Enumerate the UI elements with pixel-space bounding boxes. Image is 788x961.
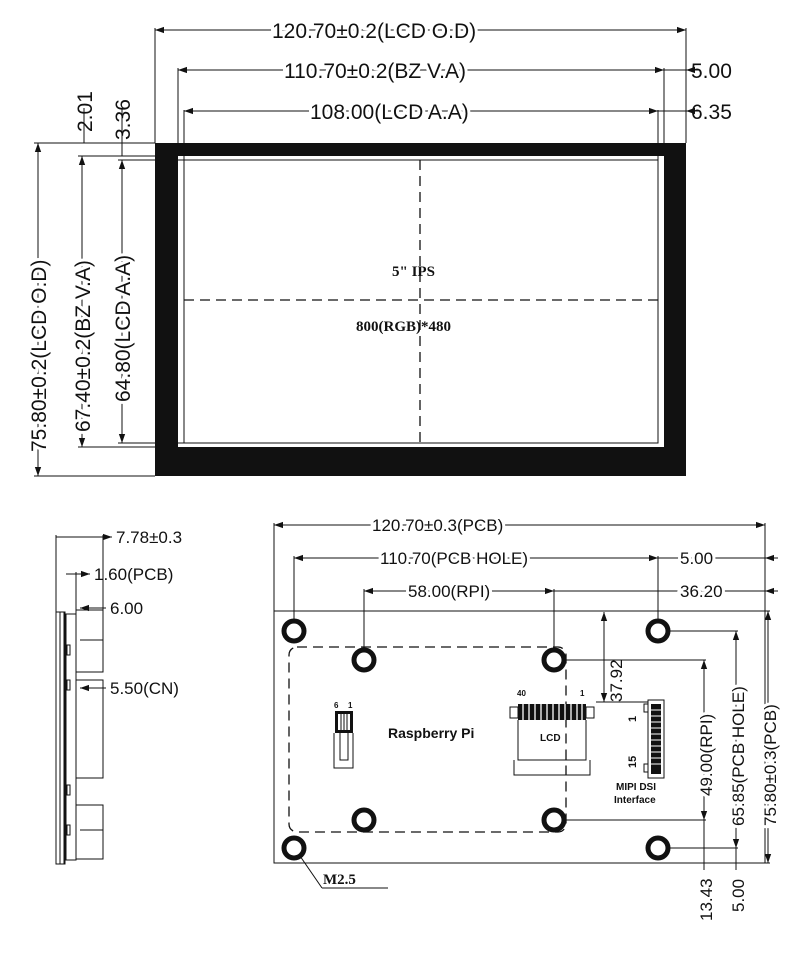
dim-back-pcb-hole-width-label: 110.70(PCB HOLE) (380, 549, 528, 568)
dim-bz-va-height-label: 67.40±0.2(BZ V.A) (72, 260, 95, 432)
resolution-label: 800(RGB)*480 (356, 319, 451, 335)
dim-back-pcb-height-label: 75.80±0.3(PCB) (761, 704, 780, 826)
dim-side-cn-height: 5.50(CN) (110, 679, 179, 698)
pin-1-small-label: 1 (348, 701, 353, 710)
side-view: 7.78±0.3 1.60(PCB) 6.00 5.50(CN) (55, 528, 182, 865)
dim-side-pcb-thickness: 1.60(PCB) (94, 565, 173, 584)
dim-side-thickness: 7.78±0.3 (116, 528, 182, 547)
pin-1-label: 1 (580, 689, 585, 698)
side-connector (75, 679, 104, 779)
dim-top-offset-1: 2.01 (74, 91, 97, 132)
dim-right-offset-1: 5.00 (691, 60, 732, 83)
dim-back-bottom-offset-1: 13.43 (697, 878, 716, 921)
dim-right-offset-2: 6.35 (691, 101, 732, 124)
dim-back-rpi-width-label: 58.00(RPI) (408, 582, 490, 601)
dim-top-offset-2: 3.36 (112, 99, 135, 140)
dim-lcd-od-height-label: 75.80±0.2(LCD O.D) (28, 260, 51, 452)
fpc-pin-1-label: 1 (627, 716, 639, 722)
pin-40-label: 40 (517, 689, 526, 698)
dim-bz-va-width-label: 110.70±0.2(BZ V.A) (284, 60, 466, 83)
mipi-label-line2: Interface (614, 795, 656, 806)
dim-back-rpi-height-label: 49.00(RPI) (697, 714, 716, 796)
screw-label: M2.5 (323, 872, 356, 888)
lcd-fpc-connector (509, 704, 595, 776)
dim-side-height-1: 6.00 (110, 599, 143, 618)
dim-lcd-aa-width-label: 108.00(LCD A.A) (310, 101, 469, 124)
rpi-label: Raspberry Pi (388, 725, 474, 741)
dim-lcd-od-width-label: 120.70±0.2(LCD O.D) (272, 20, 476, 43)
mipi-dsi-connector (643, 699, 665, 779)
mipi-label-line1: MIPI DSI (616, 782, 656, 793)
dim-back-pcb-hole-height-label: 65.85(PCB HOLE) (729, 686, 748, 826)
dim-back-bottom-offset-2: 5.00 (729, 879, 748, 912)
pcb-mounting-holes (281, 618, 671, 861)
front-view: 5" IPS 800(RGB)*480 120.70±0.2(LCD O.D) … (25, 17, 732, 477)
side-component-1 (75, 609, 104, 673)
rpi-outline (288, 646, 567, 833)
lcd-active-area (183, 159, 659, 444)
dim-back-pcb-width-label: 120.70±0.3(PCB) (372, 516, 503, 535)
dim-back-right-offset-2: 36.20 (680, 582, 723, 601)
side-component-2 (75, 804, 104, 860)
dim-back-cn-offset: 37.92 (607, 659, 626, 702)
screen-size-label: 5" IPS (392, 264, 435, 280)
back-view: 6 1 Raspberry Pi 40 (273, 513, 783, 921)
dim-back-right-offset-1: 5.00 (680, 549, 713, 568)
dim-lcd-aa-height-label: 64.80(LCD A.A) (112, 255, 135, 402)
lcd-connector-label: LCD (540, 733, 561, 744)
fpc-pin-15-label: 15 (627, 756, 639, 768)
pin-6-label: 6 (334, 701, 339, 710)
small-connector (333, 711, 354, 769)
